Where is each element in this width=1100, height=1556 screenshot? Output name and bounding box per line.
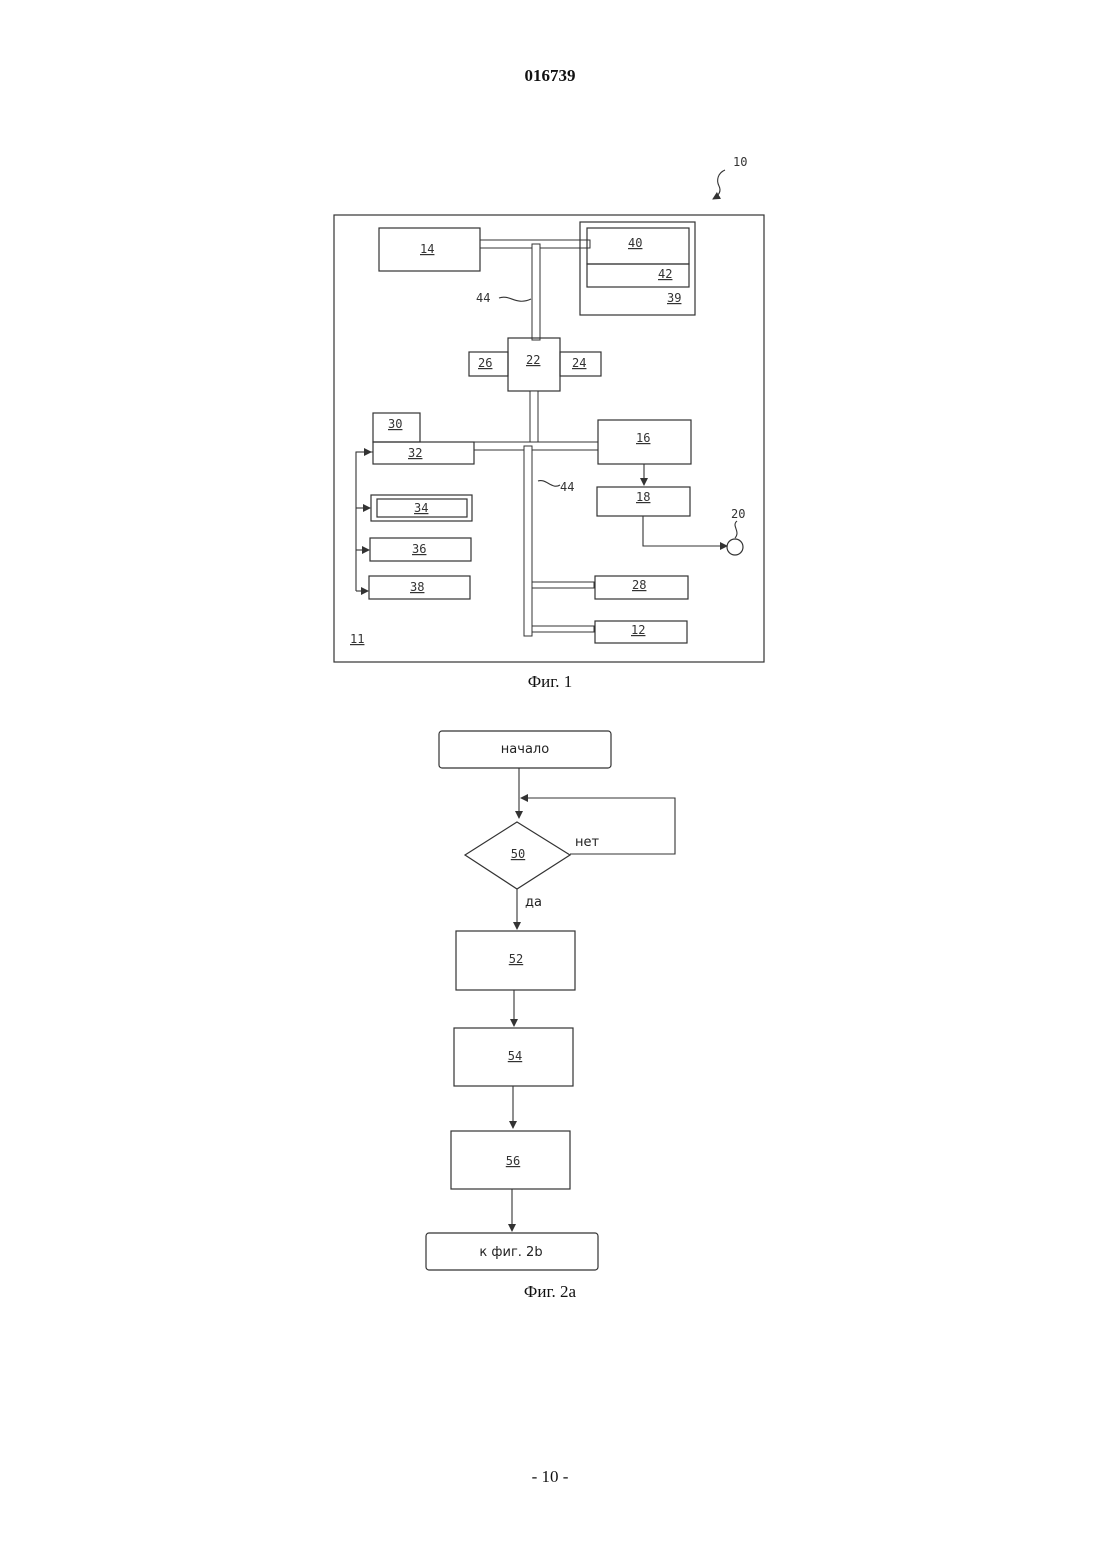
bus-to-12	[532, 626, 594, 632]
bus-lower-vertical	[524, 446, 532, 636]
figure-2a-caption: Фиг. 2а	[450, 1282, 650, 1302]
page-number: - 10 -	[0, 1467, 1100, 1487]
block-42	[587, 264, 689, 287]
label-44-top: 44	[476, 291, 490, 305]
bus-mid-vertical	[530, 391, 538, 446]
flow-step-56-label: 56	[506, 1154, 520, 1168]
flow-yes-label: да	[525, 895, 542, 910]
bus-top-vertical	[532, 244, 540, 340]
label-14: 14	[420, 242, 434, 256]
leader-20	[735, 521, 737, 538]
label-34: 34	[414, 501, 428, 515]
output-20	[727, 539, 743, 555]
flow-decision-label: 50	[511, 847, 525, 861]
label-20: 20	[731, 507, 745, 521]
bus-to-28	[532, 582, 594, 588]
label-30: 30	[388, 417, 402, 431]
leader-44-top	[499, 297, 531, 301]
label-26: 26	[478, 356, 492, 370]
flow-step-52-label: 52	[509, 952, 523, 966]
label-38: 38	[410, 580, 424, 594]
label-11: 11	[350, 632, 364, 646]
pointer-10	[713, 170, 725, 199]
label-44-bottom: 44	[560, 480, 574, 494]
figure-2a-flowchart: начало нет 50 да 52 54 56 к фиг. 2b	[426, 731, 675, 1270]
label-40: 40	[628, 236, 642, 250]
figure-1-block-diagram: 10 11 44 14 40 42 39 26 22 24 44	[334, 155, 764, 662]
flow-start-label: начало	[501, 742, 549, 757]
label-12: 12	[631, 623, 645, 637]
label-18: 18	[636, 490, 650, 504]
figure-1-caption: Фиг. 1	[450, 672, 650, 692]
label-32: 32	[408, 446, 422, 460]
label-36: 36	[412, 542, 426, 556]
label-28: 28	[632, 578, 646, 592]
label-42: 42	[658, 267, 672, 281]
leader-44-bottom	[538, 481, 560, 487]
flow-step-54-label: 54	[508, 1049, 522, 1063]
flow-end-label: к фиг. 2b	[479, 1245, 542, 1260]
label-16: 16	[636, 431, 650, 445]
flow-no-label: нет	[575, 835, 599, 850]
bus-mid-horizontal	[474, 442, 598, 450]
housing-11	[334, 215, 764, 662]
label-22: 22	[526, 353, 540, 367]
arrow-18-to-20	[643, 516, 727, 546]
block-32	[373, 442, 474, 464]
label-10: 10	[733, 155, 747, 169]
label-24: 24	[572, 356, 586, 370]
label-39: 39	[667, 291, 681, 305]
